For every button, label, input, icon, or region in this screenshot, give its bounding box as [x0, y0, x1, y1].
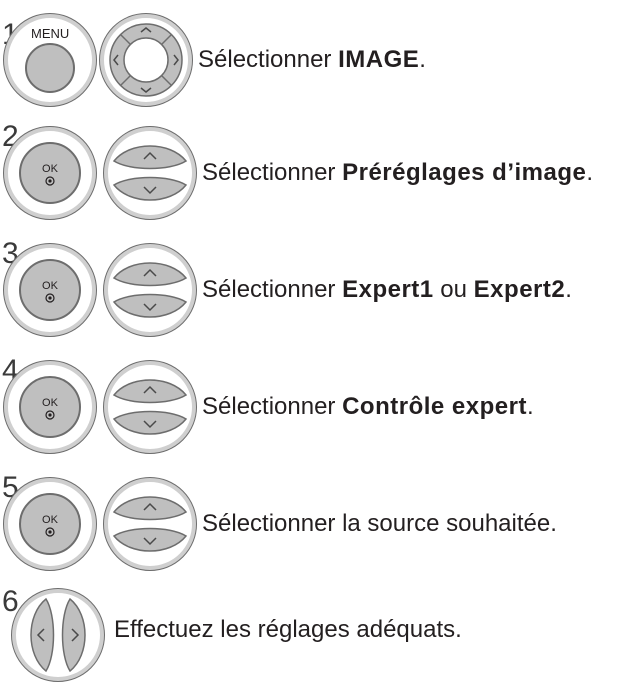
- up-down-pad-icon: [103, 360, 197, 454]
- step-instruction: Sélectionner Contrôle expert.: [202, 393, 534, 420]
- step-5: 5 OK Sélectionner la source souhaitée.: [0, 466, 626, 576]
- step-instruction: Sélectionner IMAGE.: [198, 46, 426, 73]
- step-instruction: Effectuez les réglages adéquats.: [114, 616, 462, 643]
- step-instruction: Sélectionner Expert1 ou Expert2.: [202, 276, 572, 303]
- ok-button-icon: OK: [3, 126, 97, 220]
- step-number: 6: [2, 585, 19, 618]
- step-instruction: Sélectionner Préréglages d’image.: [202, 159, 594, 186]
- step-4: 4 OK Sélectionner Contrôle expert.: [0, 349, 626, 459]
- ok-button-icon: OK: [3, 243, 97, 337]
- svg-text:OK: OK: [42, 280, 59, 292]
- menu-button-icon: [3, 13, 97, 107]
- svg-text:OK: OK: [42, 163, 59, 175]
- step-1: 1 MENU Sélectionner IMAGE.: [0, 0, 626, 110]
- menu-button-label: MENU: [31, 26, 70, 41]
- svg-text:OK: OK: [42, 397, 59, 409]
- up-down-pad-icon: [103, 126, 197, 220]
- ok-button-icon: OK: [3, 477, 97, 571]
- left-right-pad-icon: [11, 588, 105, 682]
- step-2: 2 OK Sélectionner Préréglages d’image.: [0, 115, 626, 225]
- step-instruction: Sélectionner la source souhaitée.: [202, 510, 557, 537]
- step-6: 6 Effectuez les réglages adéquats.: [0, 583, 626, 683]
- up-down-pad-icon: [103, 477, 197, 571]
- step-3: 3 OK Sélectionner Expert1 ou Expert2.: [0, 232, 626, 342]
- navigation-pad-icon: [99, 13, 193, 107]
- ok-button-icon: OK: [3, 360, 97, 454]
- up-down-pad-icon: [103, 243, 197, 337]
- svg-text:OK: OK: [42, 514, 59, 526]
